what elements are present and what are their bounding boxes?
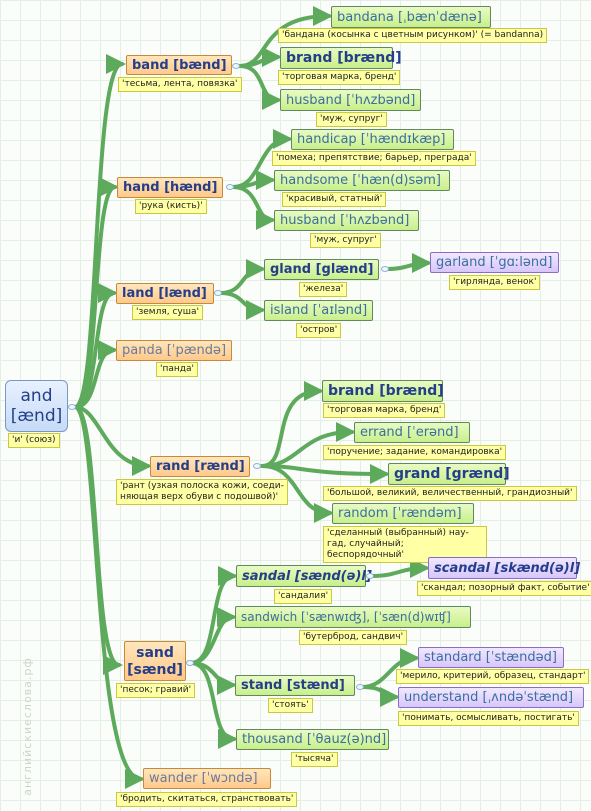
edge-root-sand [73, 405, 123, 675]
label-rand: 'рант (узкая полоска кожи, соеди-няющая … [116, 479, 288, 505]
edge-rand-brand2 [260, 381, 324, 468]
node-rand[interactable]: rand [rænd] [150, 456, 250, 477]
edge-gland-garland [385, 253, 432, 274]
label-island: 'остров' [296, 323, 342, 338]
node-wander[interactable]: wander [ˈwɔndə] [143, 768, 271, 789]
edge-land-island [218, 291, 266, 320]
node-random[interactable]: random [ˈrændəm] [332, 503, 474, 524]
edge-land-gland [218, 259, 266, 295]
node-island[interactable]: island [ˈaɪlənd] [264, 300, 373, 321]
node-handsome[interactable]: handsome [ˈhæn(d)səm] [274, 170, 450, 191]
node-hand[interactable]: hand [hænd] [117, 177, 223, 198]
edge-root-rand [73, 405, 152, 476]
collapse-toggle-icon[interactable] [68, 404, 76, 410]
edge-sand-sandal [189, 566, 238, 665]
label-hand: 'рука (кисть)' [135, 199, 207, 214]
collapse-toggle-icon[interactable] [356, 684, 364, 690]
label-standard: 'мерило, критерий, образец, стандарт' [396, 669, 590, 684]
label-scandal: 'скандал; позорный факт, событие' [417, 581, 591, 596]
edge-root-land [73, 283, 118, 409]
node-brand[interactable]: brand [brænd] [322, 380, 444, 402]
label-brand: 'торговая марка, бренд' [278, 70, 401, 85]
node-bandana[interactable]: bandana [ˌbænˈdænə] [331, 6, 491, 28]
node-garland[interactable]: garland [ˈgɑːlənd] [430, 252, 559, 273]
node-brand[interactable]: brand [brænd] [280, 47, 402, 69]
node-sand-transcription: [sænd] [127, 661, 183, 678]
node-sandal[interactable]: sandal [sænd(ə)l] [236, 565, 372, 587]
label-panda: 'панда' [156, 362, 198, 377]
edge-sandal-scandal [370, 558, 430, 579]
collapse-toggle-icon[interactable] [381, 266, 389, 272]
label-wander: 'бродить, скитаться, странствовать' [116, 792, 298, 807]
node-land[interactable]: land [lænd] [116, 283, 214, 304]
collapse-toggle-icon[interactable] [366, 573, 374, 579]
root-translation: 'и' (союз) [8, 433, 60, 448]
node-husband[interactable]: husband [ˈhʌzbənd] [280, 89, 421, 111]
collapse-toggle-icon[interactable] [253, 463, 261, 469]
node-sandwich[interactable]: sandwich [ˈsænwɪʤ], [ˈsæn(d)wɪʧ] [235, 606, 471, 628]
node-standard[interactable]: standard [ˈstændəd] [418, 647, 564, 668]
root-word: and [20, 386, 53, 406]
edge-rand-grand [260, 463, 390, 484]
label-grand: 'большой, великий, величественный, гранд… [323, 486, 577, 501]
label-understand: 'понимать, осмысливать, постигать' [398, 711, 579, 726]
node-gland[interactable]: gland [glænd] [264, 259, 379, 280]
node-scandal[interactable]: scandal [skænd(ə)l] [428, 557, 580, 579]
node-stand[interactable]: stand [stænd] [235, 675, 355, 696]
label-thousand: 'тысяча' [291, 752, 338, 767]
node-band[interactable]: band [bænd] [126, 55, 232, 75]
label-husband: 'муж, супруг' [316, 112, 387, 127]
node-errand[interactable]: errand [ˈerənd] [354, 422, 470, 443]
edge-root-hand [73, 177, 119, 409]
edge-root-wander [73, 405, 145, 789]
edge-root-band [73, 54, 126, 409]
label-brand: 'торговая марка, бренд' [323, 403, 446, 418]
edge-sand-sandwich [189, 607, 237, 665]
label-garland: 'гирлянда, венок' [449, 275, 541, 290]
edge-hand-husband2 [231, 185, 276, 230]
edge-band-brand1 [238, 47, 282, 68]
node-understand[interactable]: understand [ˌʌndəˈstænd] [398, 687, 584, 708]
root-node-and[interactable]: and [ænd] [5, 380, 68, 432]
collapse-toggle-icon[interactable] [186, 660, 194, 666]
node-sand-word: sand [136, 644, 174, 661]
node-sand[interactable]: sand [sænd] [124, 641, 186, 681]
label-stand: 'стоять' [268, 698, 313, 713]
edge-root-panda [73, 340, 118, 409]
watermark: английскиеслова.рф [20, 657, 34, 796]
label-sandal: 'сандалия' [274, 589, 333, 604]
edge-hand-handsome [231, 170, 276, 191]
edge-sand-thousand [189, 661, 238, 749]
label-sandwich: 'бутерброд, сандвич' [299, 630, 408, 645]
edge-band-husband1 [238, 64, 282, 110]
label-errand: 'поручение; задание, командировка' [323, 445, 507, 460]
node-handicap[interactable]: handicap [ˈhændɪkæp] [291, 129, 454, 150]
collapse-toggle-icon[interactable] [232, 63, 240, 69]
label-gland: 'железа' [299, 282, 348, 297]
label-husband: 'муж, супруг' [310, 233, 381, 248]
label-band: 'тесьма, лента, повязка' [118, 77, 242, 92]
node-thousand[interactable]: thousand [ˈθauz(ə)nd] [236, 729, 389, 750]
label-handsome: 'красивый, статный' [282, 192, 387, 207]
label-random: 'сделанный (выбранный) нау-гад, случайны… [323, 526, 487, 563]
collapse-toggle-icon[interactable] [226, 184, 234, 190]
node-panda[interactable]: panda [ˈpændə] [116, 340, 232, 361]
collapse-toggle-icon[interactable] [214, 290, 222, 296]
label-sand: 'песок; гравий' [116, 683, 196, 698]
label-handicap: 'помеха; препятствие; барьер, преграда' [272, 151, 476, 166]
label-land: 'земля, суша' [132, 305, 203, 320]
root-transcription: [ænd] [10, 406, 63, 426]
edge-stand-understand [360, 685, 400, 707]
label-bandana: 'бандана (косынка с цветным рисунком)' (… [278, 28, 548, 43]
edge-sand-stand [189, 661, 237, 695]
node-grand[interactable]: grand [grænd] [388, 463, 510, 485]
node-husband[interactable]: husband [ˈhʌzbənd] [274, 210, 419, 231]
